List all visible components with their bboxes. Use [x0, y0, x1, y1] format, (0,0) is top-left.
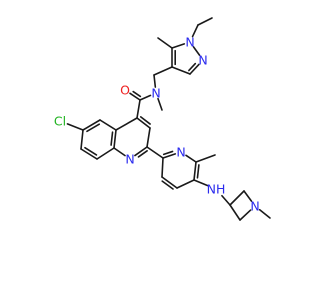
bond-C2-Nq-double: [137, 150, 148, 158]
bond-Cc-Namide: [139, 94, 152, 101]
atom-label-npz2: N: [198, 53, 207, 68]
atom-label-npy: N: [176, 145, 185, 160]
atom-label-nq: N: [125, 152, 134, 167]
bond-Cpz5-Me5: [157, 37, 173, 49]
bond-Npz1-Et1: [191, 24, 199, 38]
bond-Cpy2-Mepy: [195, 154, 216, 163]
atom-label-nh: NH: [207, 182, 226, 197]
bond-C4-C3-double: [139, 116, 151, 125]
bond-C6-C7: [80, 129, 84, 150]
bond-Cc-O: [129, 92, 141, 101]
bond-C6-Cl: [66, 123, 84, 131]
bonds: [66, 17, 271, 221]
bond-Cpy3-NH: [193, 179, 209, 187]
bond-Caz3-Caz2: [229, 190, 245, 206]
bond-Npy-Cpy2: [185, 154, 197, 163]
bond-Namide-CH2: [153, 74, 157, 88]
bond-Cpy6-Npy-double: [162, 150, 174, 156]
bond-C5-C6-double: [86, 123, 101, 133]
bond-Naz-Meaz: [258, 208, 271, 219]
bond-Npz1-Npz2: [192, 46, 201, 56]
bond-Cpy2-Cpy3: [193, 161, 197, 181]
bond-Npz2-Cpz3: [189, 63, 200, 75]
bond-C8a-C4a: [113, 129, 117, 149]
bond-Cpz3-Cpz4: [171, 66, 191, 75]
bond-Nq-C8a: [113, 147, 126, 157]
atom-label-cl: Cl: [54, 114, 66, 129]
bond-Npz2-Cpz3-double: [188, 62, 197, 72]
bond-C5-C6: [82, 119, 101, 131]
bond-C8a-C4a-double: [110, 131, 114, 146]
atom-label-namide: N: [151, 86, 160, 101]
bond-C4a-C5: [99, 119, 117, 131]
bond-Namide-Me: [157, 97, 163, 111]
bond-Et1-Et2: [197, 17, 213, 26]
bond-Caz4-Caz3: [229, 204, 241, 221]
bond-C4a-C4: [115, 117, 138, 131]
bond-Cpy4-Cpy5-double: [161, 180, 174, 190]
bond-Cpy5-Cpy6: [161, 157, 164, 178]
bond-Cpz5-Npz1: [171, 43, 186, 49]
atom-label-npz1: N: [185, 35, 194, 50]
bond-Cpy4-Cpy5: [161, 176, 178, 189]
bond-CH2-Cpz4: [153, 66, 173, 76]
bond-C2-Nq: [134, 146, 148, 157]
bond-Naz-Caz4: [239, 209, 252, 221]
atom-label-o: O: [120, 83, 130, 98]
bond-C3-C2: [146, 127, 151, 148]
atom-label-naz: N: [250, 199, 259, 214]
bond-Caz2-Naz: [243, 190, 253, 202]
bond-C8-C8a: [96, 147, 115, 160]
bond-C7-C8-double: [84, 146, 98, 156]
bond-C4-Cc: [136, 99, 141, 119]
bond-Cpy2-Cpy3-double: [196, 164, 200, 179]
bond-C4-C3: [136, 117, 151, 129]
bond-Cpy6-Npy: [162, 153, 177, 159]
bond-Cpy3-Cpy4: [176, 179, 195, 189]
bond-C2-Cpy6: [146, 146, 164, 159]
bond-Cc-O-double: [132, 90, 142, 98]
bond-NH-Caz3: [221, 194, 231, 206]
bond-C7-C8: [80, 148, 98, 160]
